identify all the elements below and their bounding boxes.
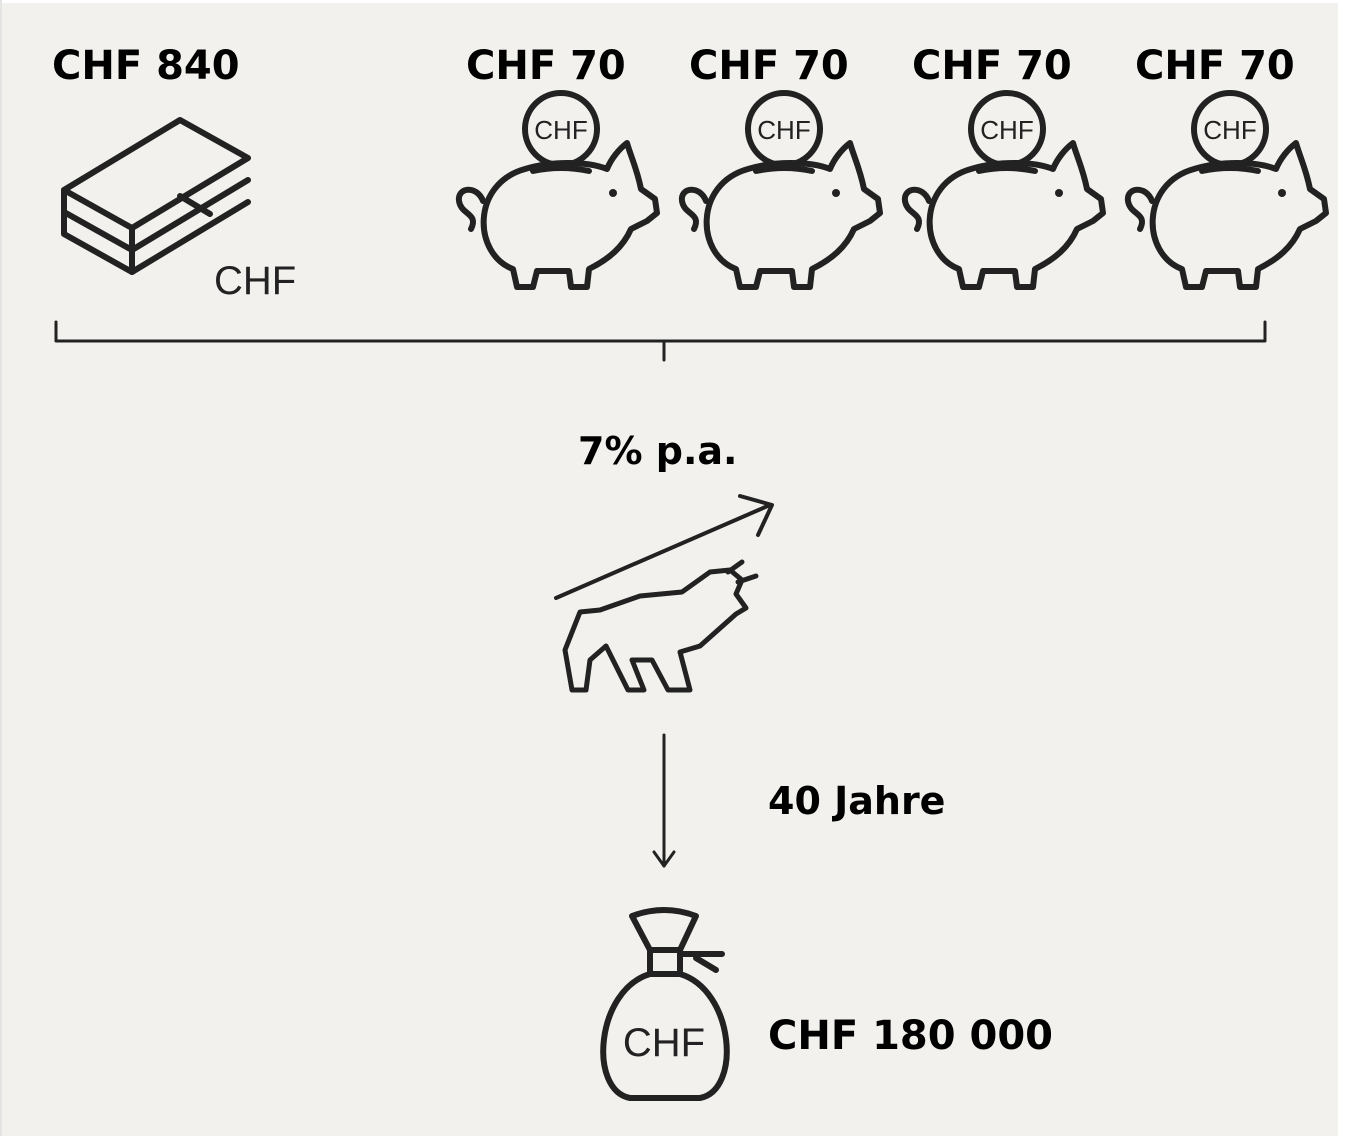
final-amount-label: CHF 180 000 [768, 1013, 1053, 1059]
initial-amount-label: CHF 840 [52, 43, 240, 89]
money-stack-icon: CHF [61, 117, 296, 303]
coin-currency: CHF [757, 115, 810, 145]
coin-currency: CHF [534, 115, 587, 145]
growth-arrow-icon [554, 494, 774, 600]
left-edge-line [0, 0, 2, 1136]
monthly-contribution-label: CHF 70 [1135, 43, 1295, 89]
monthly-contribution-label: CHF 70 [466, 43, 626, 89]
money-stack-currency: CHF [214, 259, 296, 303]
monthly-contribution-label: CHF 70 [912, 43, 1072, 89]
coin-currency: CHF [1203, 115, 1256, 145]
piggy-bank-icon: CHF [905, 93, 1103, 287]
money-bag-icon: CHF [600, 907, 730, 1101]
annual-return-label: 7% p.a. [578, 429, 738, 473]
monthly-contribution-label: CHF 70 [689, 43, 849, 89]
bull-market-icon [562, 559, 759, 693]
coin-currency: CHF [980, 115, 1033, 145]
piggy-bank-icon: CHF [459, 93, 657, 287]
duration-label: 40 Jahre [768, 779, 946, 823]
down-arrow-icon [652, 733, 676, 868]
sum-bracket [54, 320, 1267, 362]
money-bag-currency: CHF [623, 1021, 705, 1065]
piggy-bank-icon: CHF [682, 93, 880, 287]
piggy-bank-icon: CHF [1128, 93, 1326, 287]
